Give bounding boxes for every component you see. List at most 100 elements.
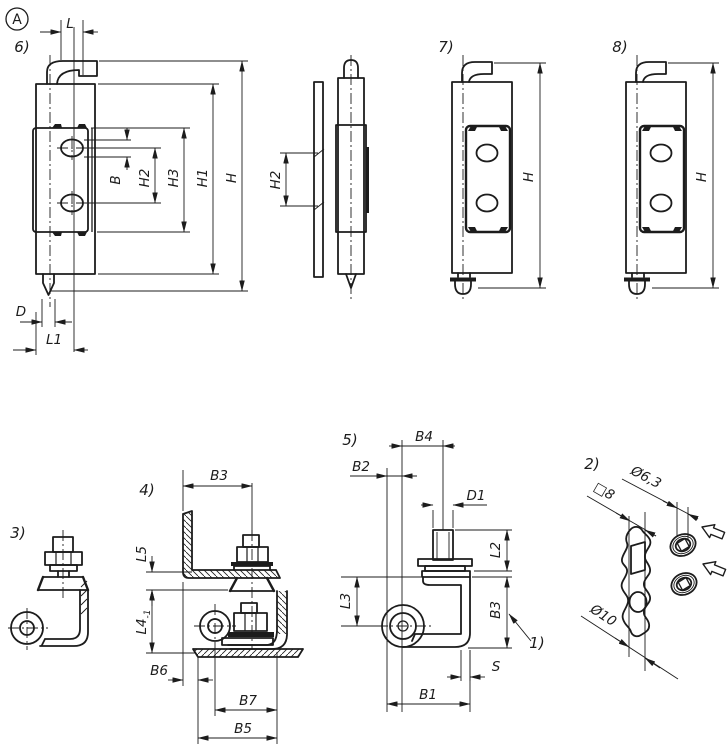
door-panel-hatch (193, 649, 303, 657)
hinge-body (625, 81, 687, 274)
hinge-hook (461, 61, 493, 83)
callout-1: 1) (529, 634, 544, 652)
weld-nubs (642, 126, 682, 232)
pin-bullet (628, 280, 646, 295)
weld-marks (313, 148, 325, 211)
view5-bracket-stud: 5) B4 B2 D1 L2 (338, 429, 545, 712)
clamp-washer (228, 632, 274, 637)
weld-nub (77, 124, 87, 128)
detail-marker-a: A (5, 7, 29, 31)
detail-marker-label: A (12, 12, 22, 28)
pin-flange (624, 277, 650, 282)
dim-label-d63: Ø6,3 (627, 462, 664, 492)
view6-number: 6) (14, 38, 29, 56)
hex-nut (44, 551, 83, 566)
bolt-head (242, 534, 260, 548)
dim-label-B4: B4 (415, 429, 433, 445)
hinge-hook (46, 60, 98, 85)
grommet-top (669, 533, 697, 557)
top-plate (421, 570, 471, 578)
leaf-edge (313, 81, 324, 278)
slot-hole-bottom (475, 193, 499, 213)
dim-label-D: D (16, 304, 26, 320)
weld-nub (52, 124, 62, 128)
view8-hinge-front: 8) H (612, 38, 719, 302)
view2-iso-detail: 2) Ø6,3 □8 Ø (580, 455, 727, 680)
washer (49, 564, 78, 572)
clamp-hex-nut (233, 612, 268, 632)
slot-hole-bottom (649, 193, 673, 213)
view6-hinge-front: 6) L B H2 H3 (13, 16, 248, 355)
square-hole (630, 541, 646, 575)
view3-bracket-side: 3) (8, 524, 90, 650)
bracket-edge (366, 147, 369, 213)
dim-label-D1: D1 (467, 488, 486, 504)
dim-label-L2: L2 (488, 542, 504, 558)
dim-label-B6: B6 (150, 663, 168, 679)
dim-label-B7: B7 (239, 693, 257, 709)
insert-direction-arrow (702, 560, 727, 577)
bracket-inner (411, 576, 462, 642)
bracket-wall-hatch (277, 591, 287, 634)
bracket-outer (402, 576, 471, 648)
view2-number: 2) (584, 455, 599, 473)
dim-label-H2: H2 (137, 169, 153, 188)
hex-nut (236, 546, 269, 563)
view4-number: 4) (139, 481, 154, 499)
view7-hinge-front: 7) H (438, 38, 546, 302)
reference-lines (386, 440, 444, 712)
dim-label-B3-view5: B3 (488, 601, 504, 619)
dim-label-H-view8: H (694, 172, 710, 182)
weld-nubs (468, 126, 508, 232)
insert-direction-arrow (701, 523, 726, 540)
slot-hole-top (475, 143, 499, 163)
inset-plate (638, 124, 686, 234)
dim-label-L4: L4-1 (134, 609, 153, 634)
door-panel (192, 648, 304, 658)
mounting-plate (32, 127, 89, 233)
bracket-inner (41, 589, 81, 646)
dim-label-B5: B5 (234, 721, 252, 737)
inset-plate (464, 124, 512, 234)
weld-nub (52, 232, 62, 236)
threaded-stud (432, 529, 454, 561)
dim-label-B3-view4: B3 (210, 468, 228, 484)
dim-label-L: L (66, 16, 74, 32)
frame-profile-hatch (183, 511, 280, 578)
view4-mounted-section: 4) B3 L5 L4-1 (134, 468, 304, 744)
dim-label-H2-side: H2 (268, 171, 284, 190)
clamp-bolt-head (240, 602, 258, 614)
weld-nub (77, 232, 87, 236)
dim-label-H1: H1 (195, 169, 211, 188)
grommet-bottom (670, 572, 698, 596)
view3-number: 3) (10, 524, 25, 542)
frame-profile (182, 510, 281, 579)
dim-label-d10: Ø10 (586, 601, 619, 630)
dim-label-B2: B2 (352, 459, 370, 475)
pin-flange (450, 277, 476, 282)
view7-number: 7) (438, 38, 453, 56)
hinge-hook (635, 61, 667, 83)
dim-label-B: B (108, 175, 124, 184)
dim-label-H-view7: H (521, 172, 537, 182)
hole-tangent-lines (628, 512, 646, 671)
plate-broken-section (620, 525, 652, 638)
side-view-hinge: H2 (268, 55, 369, 300)
hinge-leaf-body (35, 83, 96, 275)
hinge-body (451, 81, 513, 274)
hinge-pin-tip (42, 273, 55, 296)
view5-number: 5) (342, 431, 357, 449)
dim-label-H: H (224, 173, 240, 183)
dim-label-L3: L3 (338, 593, 354, 609)
pin-bullet (454, 280, 472, 295)
bracket-outer (39, 589, 89, 647)
dim-label-L1: L1 (46, 332, 62, 348)
slot-hole-top (649, 143, 673, 163)
dim-label-L5: L5 (134, 546, 150, 562)
view8-number: 8) (612, 38, 627, 56)
section-hatch (80, 580, 88, 615)
dim-label-H3: H3 (166, 169, 182, 188)
clamp-plate (221, 637, 274, 646)
